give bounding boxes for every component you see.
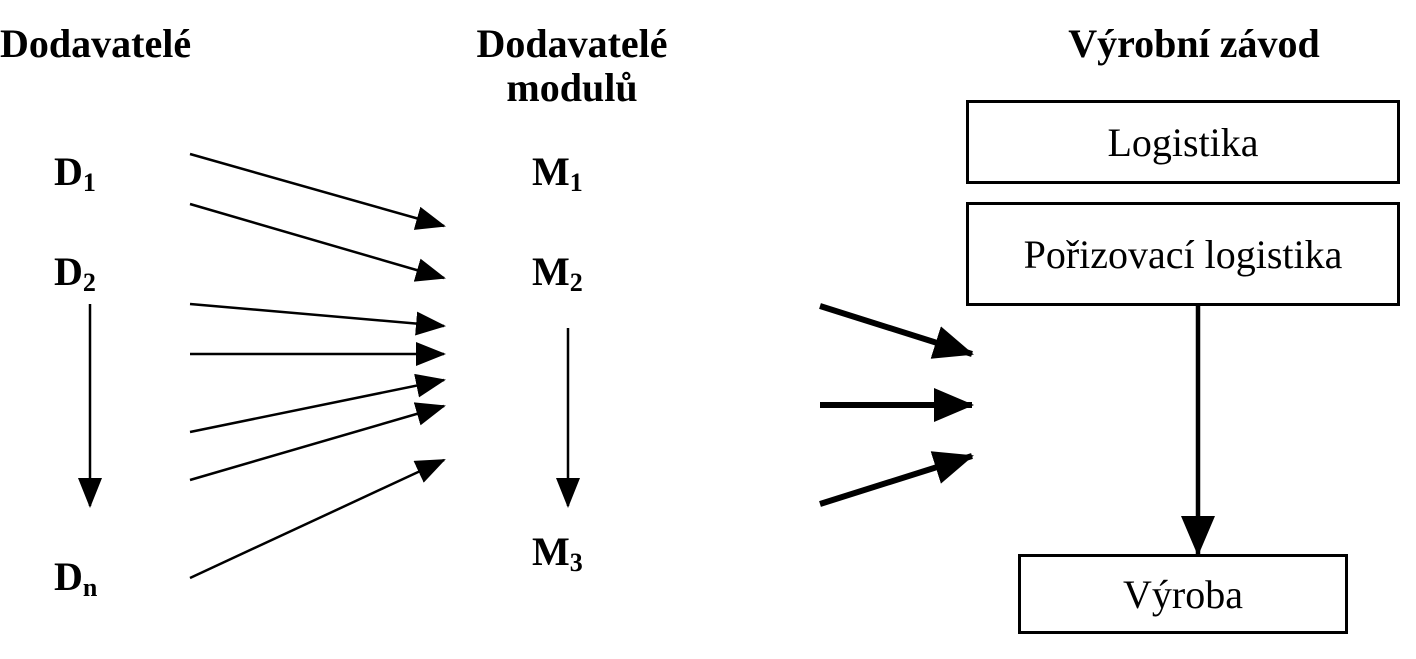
- box-production: Výroba: [1018, 554, 1348, 634]
- module-node-letter: M: [532, 249, 570, 294]
- arrow-supplier-to-module: [189, 152, 446, 230]
- module-node-3: M3: [532, 529, 583, 577]
- module-node-1: M1: [532, 149, 583, 197]
- supplier-node-n: Dn: [54, 554, 98, 602]
- header-suppliers: Dodavatelé: [0, 21, 192, 66]
- arrow-supplier-to-module: [189, 202, 446, 282]
- module-node-letter: M: [532, 149, 570, 194]
- header-module-suppliers: Dodavatelé modulů: [462, 22, 682, 110]
- module-node-subscript: 3: [569, 548, 583, 577]
- supplier-node-subscript: 2: [82, 268, 96, 297]
- supplier-node-2: D2: [54, 249, 96, 297]
- module-node-subscript: 1: [569, 168, 583, 197]
- header-module-suppliers-line2: modulů: [506, 65, 638, 110]
- box-logistics: Logistika: [966, 100, 1400, 184]
- supplier-node-subscript: n: [82, 573, 98, 602]
- arrow-supplier-to-module: [189, 402, 446, 482]
- supplier-node-1: D1: [54, 149, 96, 197]
- header-module-suppliers-line1: Dodavatelé: [476, 21, 668, 66]
- supplier-node-subscript: 1: [82, 168, 96, 197]
- arrow-supplier-to-module: [189, 458, 446, 580]
- arrow-to-plant: [819, 451, 974, 507]
- box-procurement-logistics: Pořizovací logistika: [966, 202, 1400, 306]
- header-plant: Výrobní závod: [1068, 21, 1320, 66]
- supplier-node-letter: D: [54, 249, 83, 294]
- arrow-supplier-to-module: [189, 302, 446, 336]
- supplier-node-letter: D: [54, 149, 83, 194]
- module-node-subscript: 2: [569, 268, 583, 297]
- module-node-letter: M: [532, 529, 570, 574]
- supplier-node-letter: D: [54, 554, 83, 599]
- arrow-to-plant: [819, 303, 974, 359]
- arrow-supplier-to-module: [189, 373, 446, 434]
- module-node-2: M2: [532, 249, 583, 297]
